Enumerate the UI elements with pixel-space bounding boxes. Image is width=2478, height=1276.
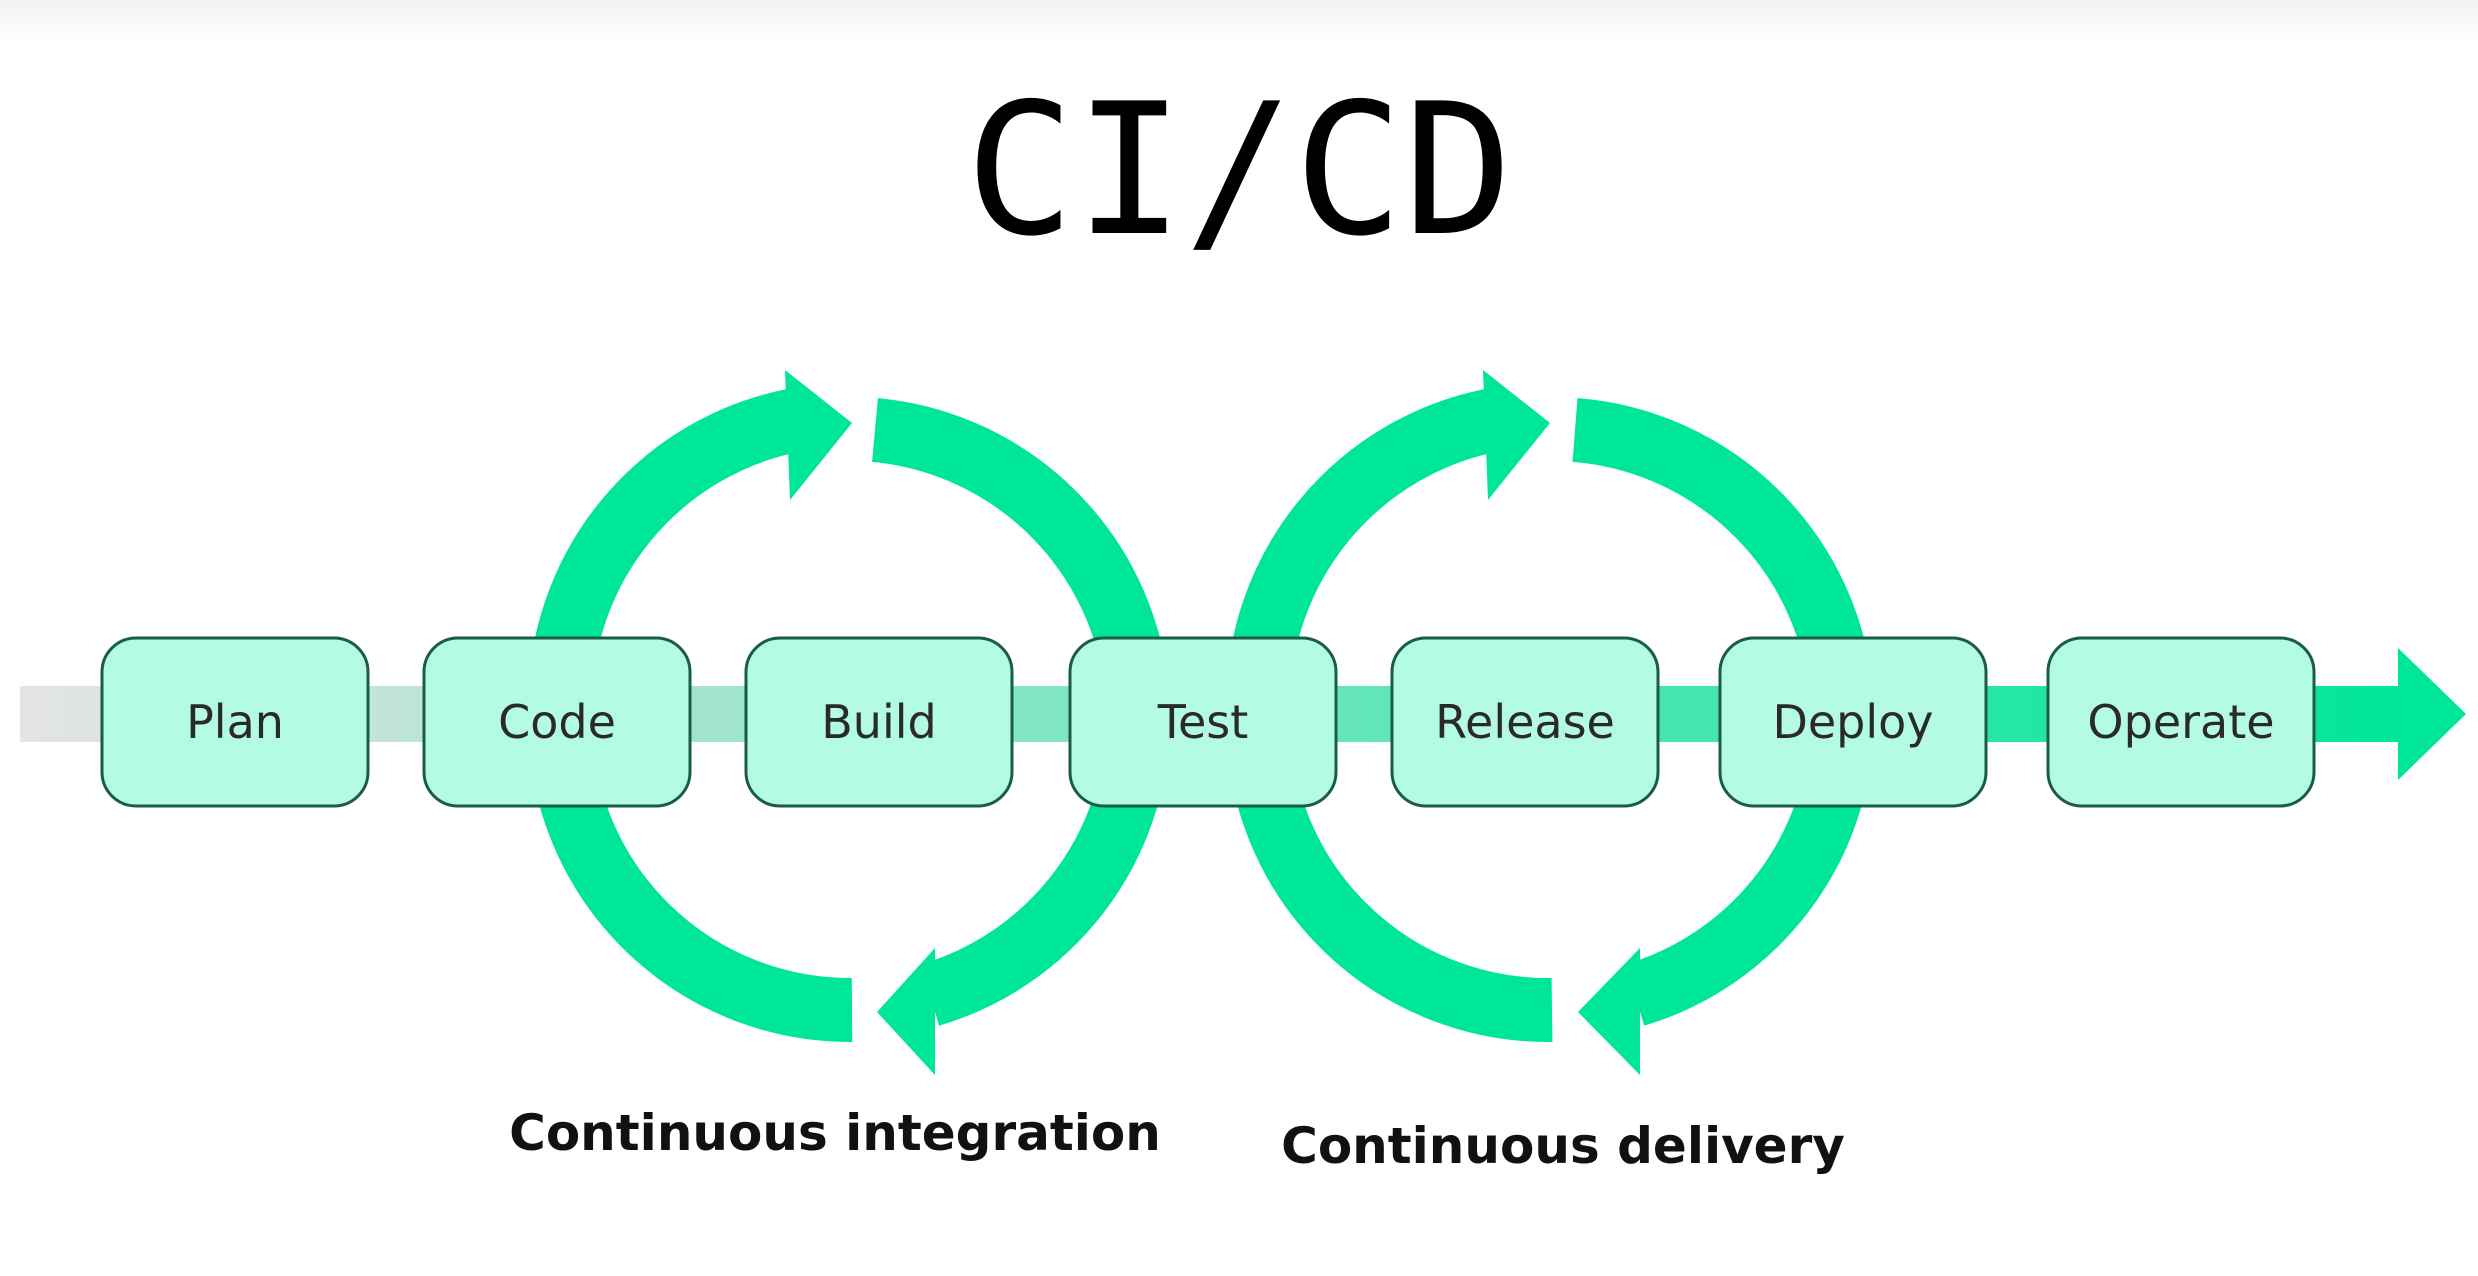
stage-label-build: Build — [821, 695, 936, 749]
stage-label-operate: Operate — [2087, 695, 2274, 749]
stage-release: Release — [1390, 636, 1660, 808]
page-title: CI/CD — [965, 64, 1513, 276]
stage-operate: Operate — [2046, 636, 2316, 808]
stage-deploy: Deploy — [1718, 636, 1988, 808]
stage-label-code: Code — [498, 695, 616, 749]
stage-code: Code — [422, 636, 692, 808]
top-strip — [0, 0, 2478, 42]
pipeline-arrowhead — [2398, 648, 2466, 780]
stage-label-plan: Plan — [186, 695, 284, 749]
stage-build: Build — [744, 636, 1014, 808]
ci-loop-upper-arrowhead — [785, 370, 852, 500]
stage-label-release: Release — [1435, 695, 1615, 749]
ci-loop-lower-arrowhead — [877, 948, 935, 1075]
continuous-integration-label: Continuous integration — [509, 1104, 1161, 1162]
cd-loop-lower-arrowhead — [1578, 948, 1640, 1075]
continuous-delivery-label: Continuous delivery — [1281, 1117, 1845, 1175]
stage-plan: Plan — [100, 636, 370, 808]
cd-loop-upper-arrowhead — [1483, 370, 1550, 500]
stage-label-deploy: Deploy — [1772, 695, 1933, 749]
stage-label-test: Test — [1157, 695, 1249, 749]
stage-boxes: Plan Code Build Test Release Deploy — [100, 636, 2316, 808]
stage-test: Test — [1068, 636, 1338, 808]
